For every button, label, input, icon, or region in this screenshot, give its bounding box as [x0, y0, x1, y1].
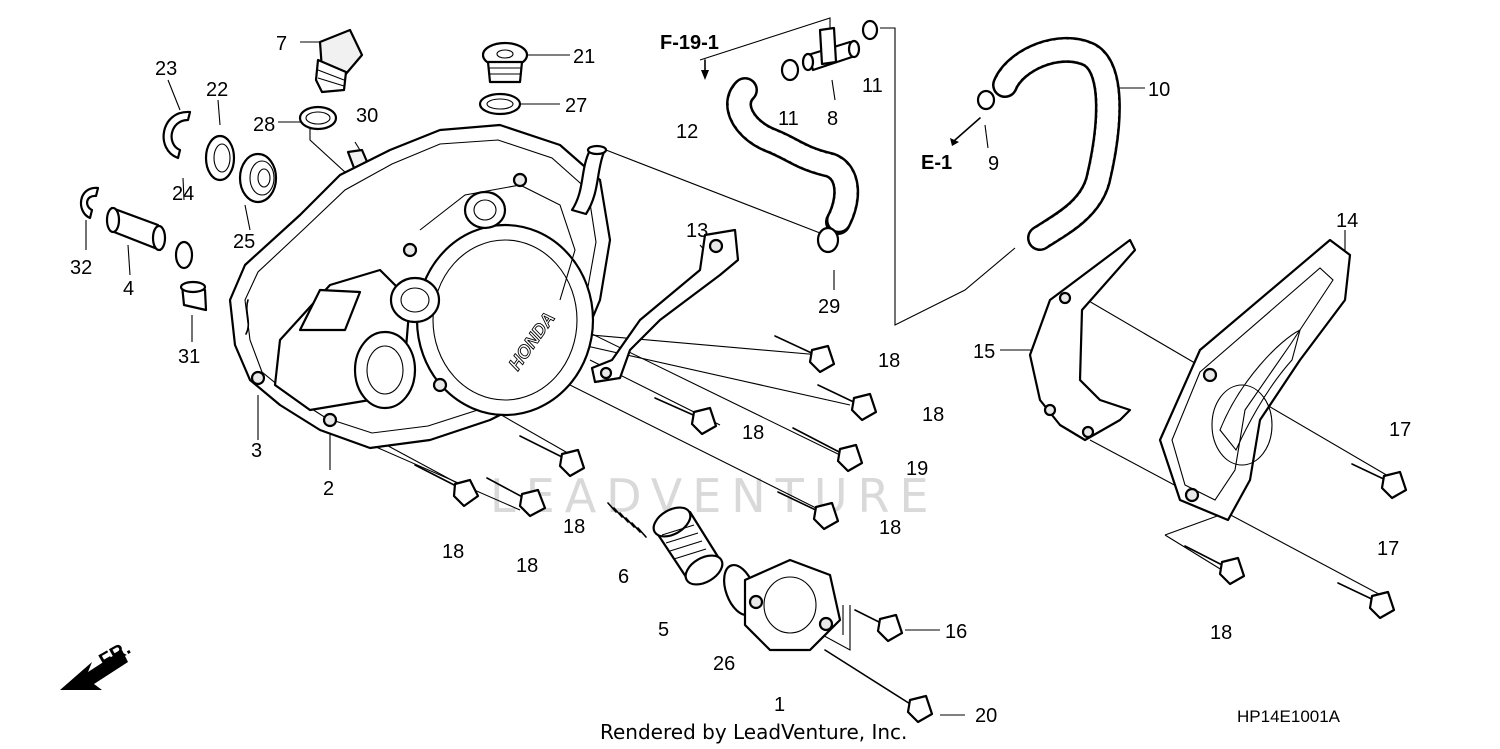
- callout-28: 28: [253, 114, 275, 136]
- callout-15: 15: [973, 341, 995, 363]
- footer-credit: Rendered by LeadVenture, Inc.: [600, 720, 907, 744]
- callout-29: 29: [818, 296, 840, 318]
- spring-6: [607, 502, 647, 538]
- bolt-18-f: [817, 384, 878, 422]
- callout-18-e: 18: [878, 350, 900, 372]
- circlip-23: [162, 110, 192, 160]
- watermark: LEADVENTURE: [490, 469, 939, 523]
- bolt-20: [824, 649, 934, 724]
- callout-30: 30: [356, 105, 378, 127]
- bolt-18-a: [414, 464, 480, 508]
- callout-labels: 1 2 3 4 5 6 7 8 9 10 11 11 12 13 14 15 1…: [70, 33, 1411, 727]
- o-ring-28: [298, 105, 338, 131]
- callout-22: 22: [206, 79, 228, 101]
- hose-10: [992, 36, 1121, 251]
- bolt-18-h: [1184, 545, 1246, 586]
- callout-9: 9: [988, 153, 999, 175]
- ref-f19-arrow: [701, 59, 709, 80]
- ref-e1-arrow: [950, 117, 981, 146]
- reference-e-1: E-1: [921, 152, 952, 174]
- plug-bolt-21: [481, 41, 529, 84]
- callout-20: 20: [975, 705, 997, 727]
- callout-17-b: 17: [1377, 538, 1399, 560]
- water-pipe-fitting: [570, 144, 608, 216]
- oil-filter-cover-1: [743, 558, 842, 652]
- diagram-code: HP14E1001A: [1237, 707, 1341, 726]
- hose-clip-11a: [780, 58, 800, 82]
- callout-19: 19: [906, 458, 928, 480]
- callout-10: 10: [1148, 79, 1170, 101]
- callout-31: 31: [178, 346, 200, 368]
- callout-23: 23: [155, 58, 177, 80]
- bolt-16: [854, 609, 904, 643]
- oil-filter-5: [652, 506, 724, 586]
- callout-26: 26: [713, 653, 735, 675]
- callout-8: 8: [827, 108, 838, 130]
- callout-18-d: 18: [742, 422, 764, 444]
- bolt-18-c: [519, 435, 586, 478]
- callout-16: 16: [945, 621, 967, 643]
- o-ring-27: [478, 92, 522, 116]
- callout-25: 25: [233, 231, 255, 253]
- reference-f-19-1: F-19-1: [660, 32, 719, 54]
- hose-clip-9: [976, 89, 996, 111]
- callout-32: 32: [70, 257, 92, 279]
- callout-21: 21: [573, 46, 595, 68]
- circlip-32: [80, 186, 100, 220]
- callout-18-a: 18: [442, 541, 464, 563]
- callout-1: 1: [774, 694, 785, 716]
- callout-11-b: 11: [862, 75, 883, 97]
- callout-13: 13: [686, 220, 708, 242]
- callout-2: 2: [323, 478, 334, 500]
- hose-12: [726, 77, 860, 235]
- callout-4: 4: [123, 278, 134, 300]
- callout-18-c: 18: [563, 516, 585, 538]
- bolt-18-g: [777, 491, 840, 531]
- callout-7: 7: [276, 33, 287, 55]
- callout-5: 5: [658, 619, 669, 641]
- collar-31: [179, 280, 208, 312]
- three-way-joint-8: [801, 26, 861, 72]
- callout-18-b: 18: [516, 555, 538, 577]
- oil-filler-cap: [314, 28, 364, 94]
- sprocket-cover-14: [1158, 238, 1352, 522]
- oil-pump-shaft-4: [105, 206, 167, 252]
- bolts: [414, 335, 1408, 724]
- callout-12: 12: [676, 121, 698, 143]
- bolt-18-e: [774, 335, 836, 374]
- hose-clip-11b: [861, 19, 879, 41]
- bearing-25: [238, 152, 278, 204]
- callout-11-a: 11: [778, 108, 799, 130]
- callout-18-f: 18: [922, 404, 944, 426]
- callout-27: 27: [565, 95, 587, 117]
- bolt-18-b: [486, 477, 547, 518]
- washer-24: [174, 240, 194, 270]
- oil-seal-22: [204, 134, 236, 182]
- callout-18-g: 18: [879, 517, 901, 539]
- callout-3: 3: [251, 440, 262, 462]
- right-crankcase-cover: HONDA: [228, 123, 612, 450]
- callout-18-h: 18: [1210, 622, 1232, 644]
- callout-6: 6: [618, 566, 629, 588]
- gasket-15: [1028, 238, 1137, 442]
- bolt-18-d: [654, 397, 718, 436]
- bolt-17-a: [1351, 463, 1408, 500]
- bracket-13: [590, 228, 740, 384]
- hose-clip-29: [816, 226, 840, 254]
- callout-24: 24: [172, 183, 194, 205]
- callout-17-a: 17: [1389, 419, 1411, 441]
- callout-14: 14: [1336, 210, 1358, 232]
- front-direction-arrow: FR.: [60, 637, 134, 690]
- bolt-19: [792, 427, 864, 473]
- bolt-17-b: [1337, 582, 1396, 620]
